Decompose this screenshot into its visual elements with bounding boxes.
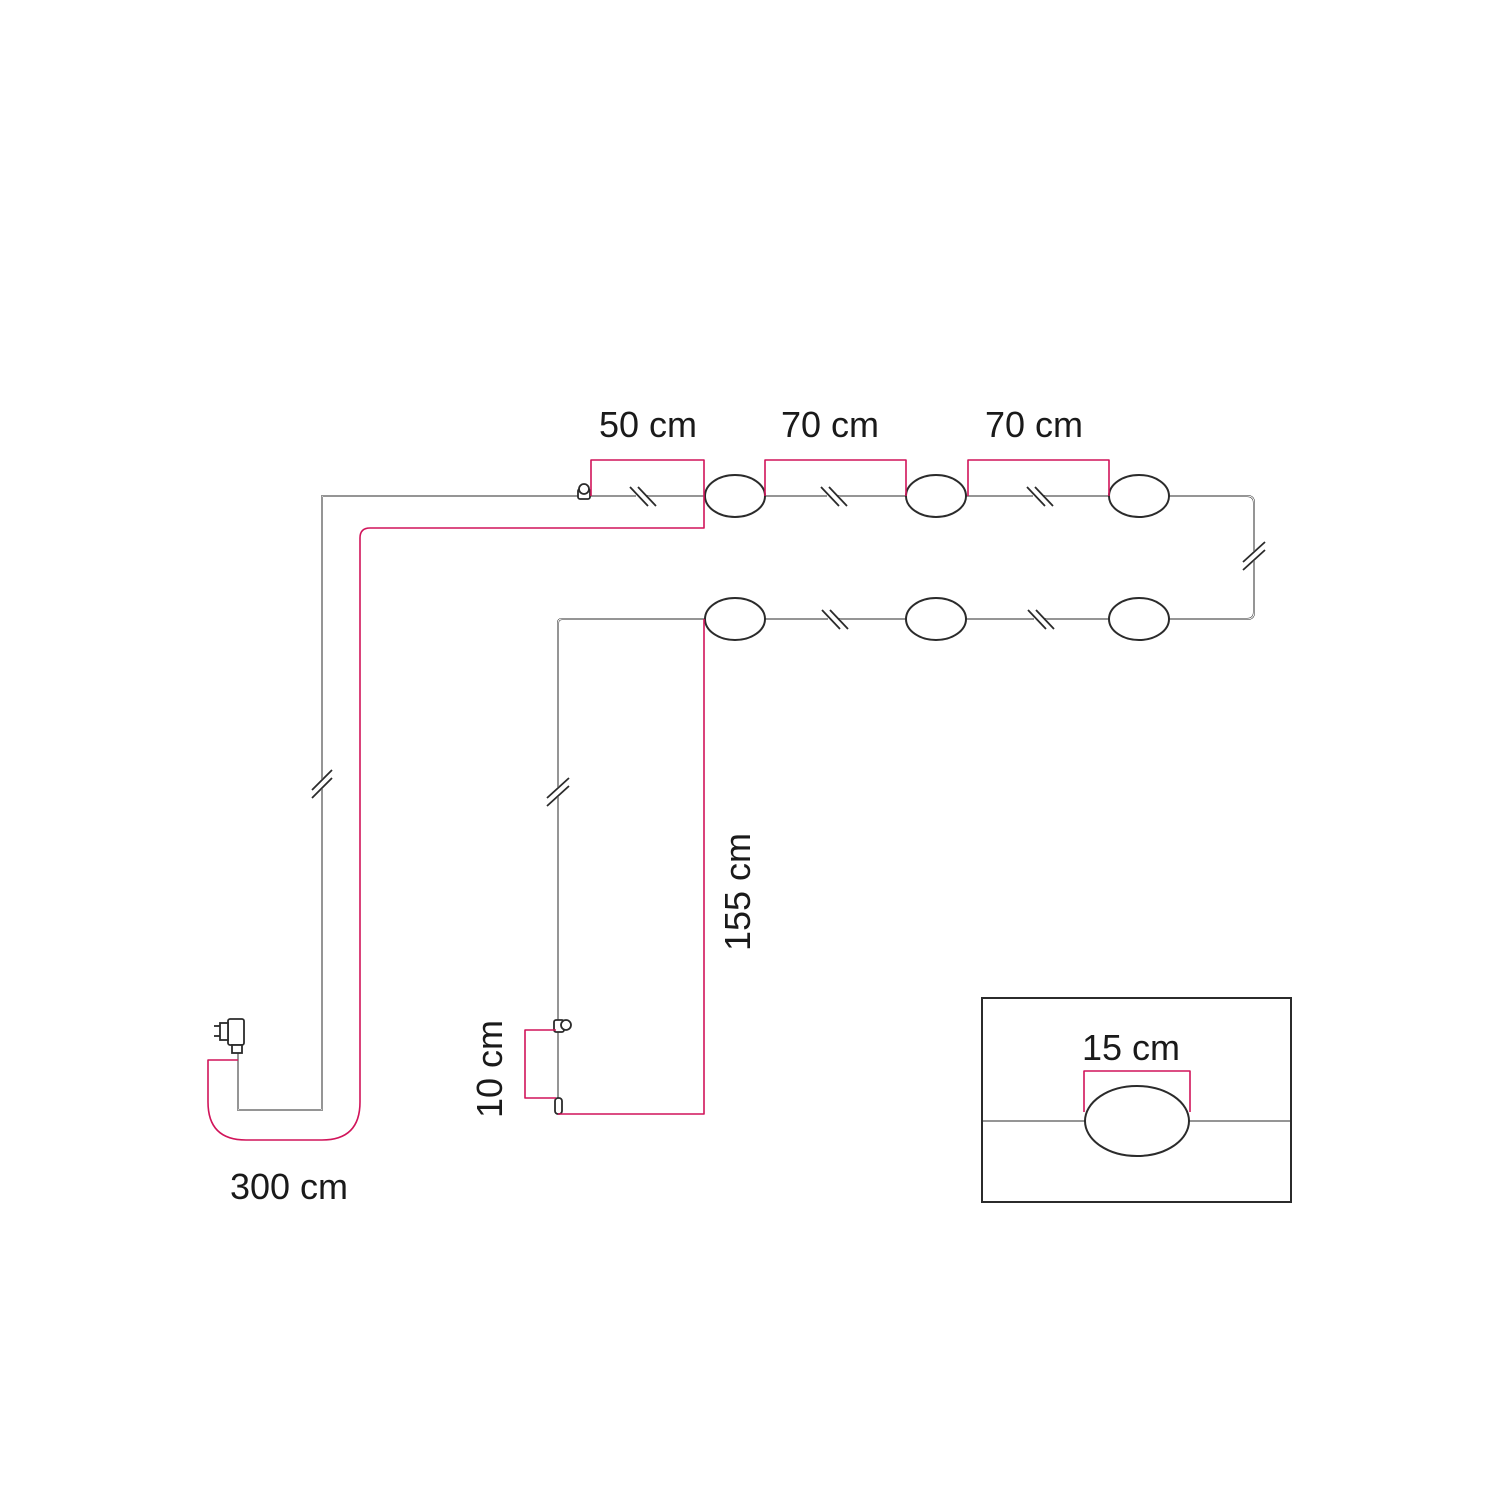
inset-bulb <box>1084 1085 1190 1157</box>
bulb <box>905 597 967 641</box>
break-mark-top-1 <box>629 486 657 507</box>
dimension-lines <box>207 459 1110 1141</box>
hanging-clip-drop <box>553 1019 572 1033</box>
dim-bracket-10cm <box>524 1029 556 1099</box>
dim-bracket-70cm-a <box>764 459 907 496</box>
label-50cm: 50 cm <box>599 404 697 445</box>
bulb-detail-inset: 15 cm <box>981 997 1292 1203</box>
bulb <box>704 474 766 518</box>
label-10cm: 10 cm <box>469 1020 510 1118</box>
label-15cm: 15 cm <box>1082 1027 1180 1068</box>
label-155cm: 155 cm <box>717 833 758 951</box>
dim-bracket-50cm <box>590 459 705 496</box>
plug-icon <box>214 1018 245 1054</box>
break-mark-drop-vertical <box>546 777 570 807</box>
break-mark-top-2 <box>820 486 848 507</box>
dim-bracket-70cm-b <box>967 459 1110 496</box>
label-300cm: 300 cm <box>230 1166 348 1207</box>
dimension-labels: 50 cm 70 cm 70 cm 300 cm 155 cm 10 cm <box>230 404 1083 1207</box>
break-marks <box>311 486 1266 807</box>
dim-line-300cm <box>207 496 705 1141</box>
label-70cm-b: 70 cm <box>985 404 1083 445</box>
dim-bracket-15cm <box>1083 1070 1191 1112</box>
break-mark-lead-vertical <box>311 769 333 799</box>
bulb <box>1108 474 1170 518</box>
break-mark-top-3 <box>1026 486 1054 507</box>
break-mark-bottom-1 <box>821 609 849 630</box>
label-70cm-a: 70 cm <box>781 404 879 445</box>
dim-line-155cm <box>558 619 705 1115</box>
bulb <box>905 474 967 518</box>
break-mark-right-vertical <box>1242 541 1266 571</box>
bulb <box>1108 597 1170 641</box>
hanging-clip-top <box>577 483 591 500</box>
cable-end-cap <box>554 1097 563 1115</box>
bulb <box>704 597 766 641</box>
break-mark-bottom-2 <box>1027 609 1055 630</box>
bulbs <box>704 474 1170 641</box>
